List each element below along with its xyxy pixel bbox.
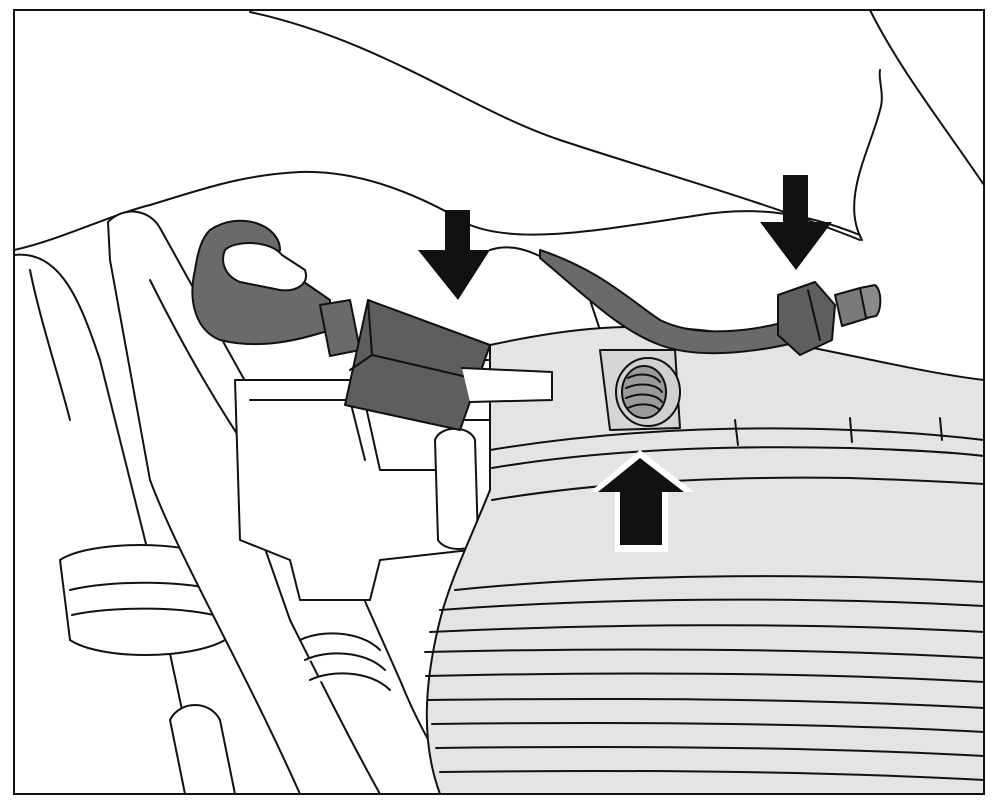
frame-border (13, 9, 985, 795)
air-line (191, 219, 807, 355)
hose-fitting (319, 299, 553, 431)
mounting-nut (615, 357, 681, 427)
mounting-bracket (234, 246, 601, 601)
vehicle-body-panel (14, 10, 984, 251)
callout-arrow-mounting-nut (590, 450, 694, 552)
line-nut (777, 281, 882, 356)
callout-arrow-hose-fitting (418, 210, 490, 300)
callout-arrow-line-nut (760, 175, 832, 270)
